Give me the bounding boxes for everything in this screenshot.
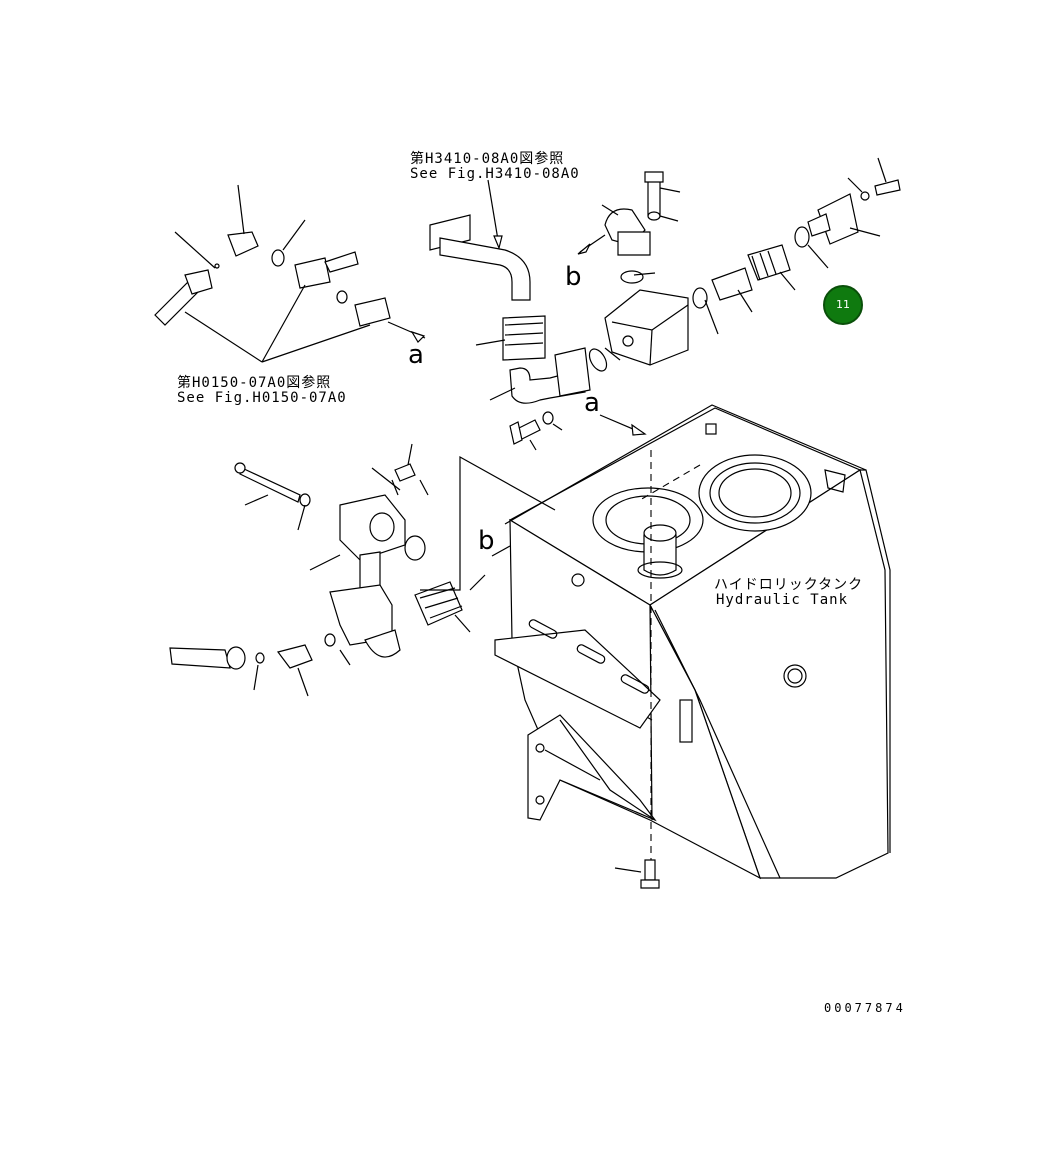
drawing-number: 00077874 — [824, 1001, 906, 1015]
connection-mark-a-left: a — [408, 340, 424, 370]
return-pipe-assembly — [429, 179, 591, 451]
connection-arrows — [491, 414, 647, 557]
tank-label-ja: ハイドロリックタンク — [714, 577, 864, 593]
top-reference-en: See Fig.H3410-08A0 — [410, 166, 580, 182]
valve-block-assembly — [577, 157, 901, 372]
connection-mark-b-left: b — [478, 526, 495, 556]
hydraulic-tank — [494, 404, 891, 889]
left-reference-ja: 第H0150-07A0図参照 — [177, 375, 332, 391]
connection-mark-a-tank: a — [584, 388, 600, 418]
top-reference-ja: 第H3410-08A0図参照 — [410, 151, 565, 167]
connection-mark-b-top: b — [565, 262, 582, 292]
callout-badge-11[interactable]: 11 — [823, 285, 863, 325]
tank-label-en: Hydraulic Tank — [716, 592, 849, 608]
left-reference-en: See Fig.H0150-07A0 — [177, 390, 347, 406]
left-fittings — [154, 184, 556, 697]
